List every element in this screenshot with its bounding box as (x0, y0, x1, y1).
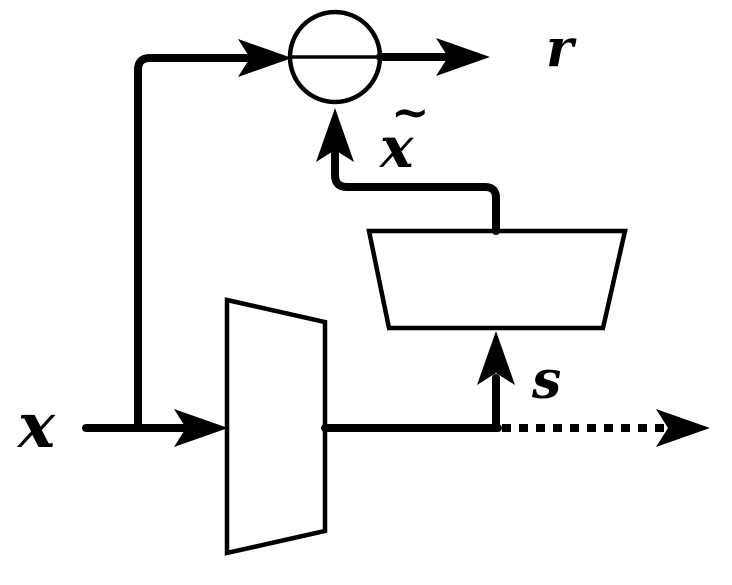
skip-connection-wire (134, 54, 252, 432)
code-output-arrowhead (656, 409, 710, 447)
skip-arrowhead (238, 39, 292, 77)
decoder-block (366, 228, 628, 331)
input-label: x (16, 389, 56, 462)
code-label: s (531, 350, 561, 411)
reconstruction-label: x (379, 115, 414, 181)
input-arrowhead (174, 409, 228, 447)
residual-arrowhead (436, 38, 490, 76)
reconstruction-wire (331, 146, 500, 235)
code-to-decoder-arrowhead (477, 331, 515, 385)
encoder-block (224, 297, 328, 556)
residual-label: r (546, 18, 577, 79)
reconstruction-arrowhead (316, 108, 354, 162)
reconstruction-accent: ~ (391, 85, 430, 139)
